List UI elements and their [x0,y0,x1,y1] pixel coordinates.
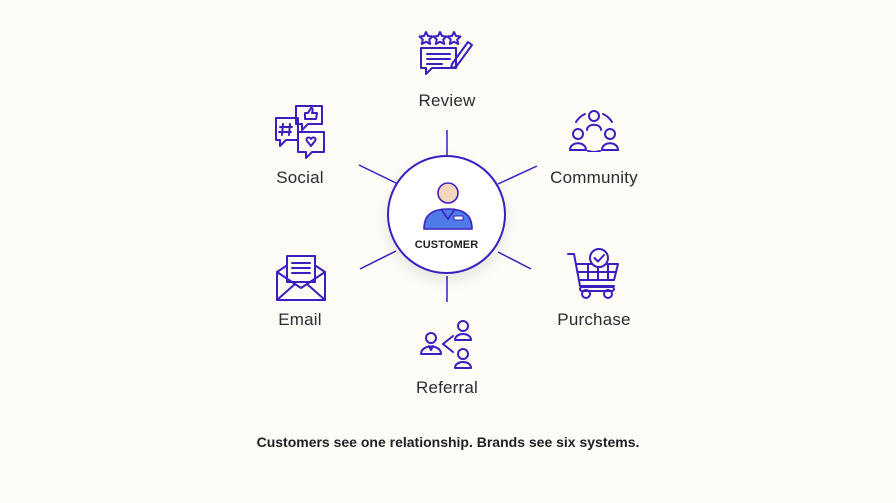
spoke-social [358,164,397,184]
referral-network-icon [420,320,472,369]
customer-avatar-icon [423,182,473,230]
email-envelope-icon [276,255,326,301]
node-label-community: Community [550,168,638,187]
social-bubbles-icon [275,105,325,159]
center-label: CUSTOMER [414,239,479,251]
diagram-caption: Customers see one relationship. Brands s… [256,434,640,450]
spoke-community [497,165,538,185]
node-label-social: Social [276,168,324,187]
shopping-cart-check-icon [567,248,619,299]
node-label-email: Email [278,310,322,329]
node-label-purchase: Purchase [557,310,631,329]
node-label-review: Review [418,91,476,110]
community-group-icon [568,110,620,152]
spoke-purchase [497,251,532,270]
review-stars-icon [418,31,473,75]
spoke-email [359,250,397,270]
customer-node: CUSTOMER [387,155,506,274]
node-label-referral: Referral [415,378,479,397]
